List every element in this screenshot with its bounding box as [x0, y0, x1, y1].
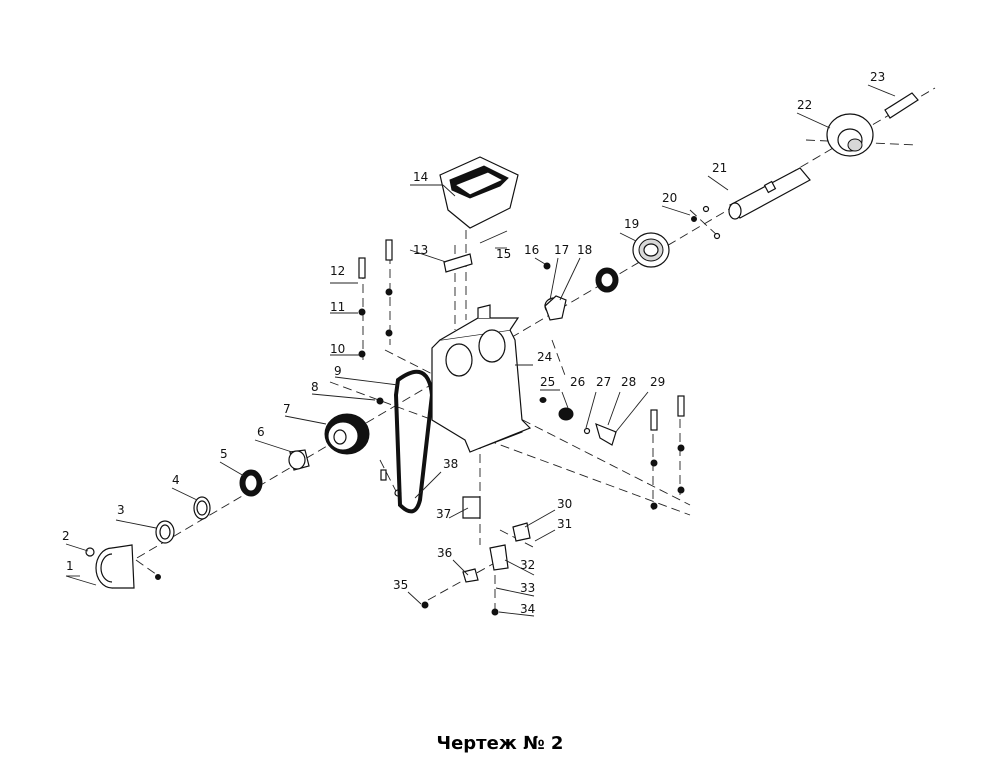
callout-18: 18 — [577, 243, 592, 257]
assembly-axes — [124, 87, 936, 610]
part-38-belt — [393, 369, 435, 514]
callout-26: 26 — [570, 375, 585, 389]
part-6-bushing — [288, 449, 310, 471]
part-25-washer — [539, 397, 547, 403]
callout-16: 16 — [524, 243, 539, 257]
callout-4: 4 — [172, 473, 180, 487]
part-18-bearing — [595, 267, 619, 293]
drawing-caption: Чертеж № 2 — [436, 733, 564, 754]
callout-3: 3 — [117, 503, 125, 517]
part-20-screw — [691, 205, 721, 240]
part-30-clamp — [512, 522, 531, 542]
part-7-toothed-pulley — [324, 413, 370, 455]
leader-lines — [65, 84, 896, 617]
callout-6: 6 — [257, 425, 265, 439]
part-14-cover — [439, 156, 519, 229]
part-27-screw — [583, 427, 591, 435]
callout-1: 1 — [66, 559, 74, 573]
callout-34: 34 — [520, 602, 535, 616]
callout-35: 35 — [393, 578, 408, 592]
callout-9: 9 — [334, 364, 342, 378]
callout-12: 12 — [330, 264, 345, 278]
fastener-stack-left — [358, 239, 393, 358]
part-2-screw — [155, 574, 161, 580]
callout-11: 11 — [330, 300, 345, 314]
callout-38: 38 — [443, 457, 458, 471]
callout-25: 25 — [540, 375, 555, 389]
callout-27: 27 — [596, 375, 611, 389]
part-8-nut — [376, 397, 384, 405]
callout-19: 19 — [624, 217, 639, 231]
callout-15: 15 — [496, 247, 511, 261]
fastener-stack-right — [650, 395, 685, 510]
callout-28: 28 — [621, 375, 636, 389]
part-17-nut — [543, 262, 551, 270]
part-18-sleeve — [544, 295, 567, 321]
callout-7: 7 — [283, 402, 291, 416]
part-3-ring — [155, 520, 175, 544]
part-21-shaft — [728, 167, 811, 220]
callout-37: 37 — [436, 507, 451, 521]
callout-29: 29 — [650, 375, 665, 389]
callout-14: 14 — [413, 170, 428, 184]
part-23-pin — [884, 92, 919, 119]
callout-17: 17 — [554, 243, 569, 257]
part-37-bracket — [462, 496, 481, 519]
part-34-nut — [491, 608, 499, 616]
part-32-bracket — [489, 544, 509, 571]
callout-33: 33 — [520, 581, 535, 595]
part-13-plate — [443, 253, 473, 273]
part-35-screw — [421, 601, 429, 609]
callout-31: 31 — [557, 517, 572, 531]
callout-2: 2 — [62, 529, 70, 543]
part-4-washer — [193, 496, 211, 520]
callout-24: 24 — [537, 350, 552, 364]
callout-23: 23 — [870, 70, 885, 84]
part-22-end-flange — [826, 113, 874, 157]
callout-22: 22 — [797, 98, 812, 112]
callout-21: 21 — [712, 161, 727, 175]
callout-30: 30 — [557, 497, 572, 511]
callout-13: 13 — [413, 243, 428, 257]
callout-32: 32 — [520, 558, 535, 572]
callout-5: 5 — [220, 447, 228, 461]
part-29-lever — [595, 422, 617, 446]
part-15-pin — [479, 230, 508, 244]
callout-36: 36 — [437, 546, 452, 560]
part-5-bearing — [239, 469, 263, 497]
callout-8: 8 — [311, 380, 319, 394]
part-1-flange-housing — [85, 544, 135, 589]
callout-labels: 1 2 3 4 5 6 7 8 9 10 11 12 13 14 15 16 1… — [62, 70, 885, 616]
part-24-main-body — [431, 304, 532, 453]
callout-20: 20 — [662, 191, 677, 205]
callout-10: 10 — [330, 342, 345, 356]
part-19-seal-ring — [632, 232, 670, 268]
part-36-clip — [462, 568, 479, 583]
part-26-bushing — [558, 407, 574, 421]
